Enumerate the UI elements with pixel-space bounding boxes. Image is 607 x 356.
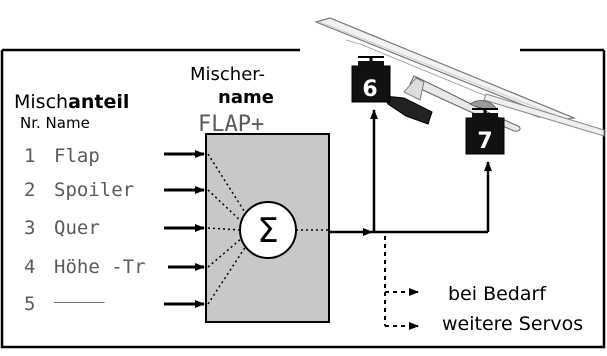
servo-7-label: 7: [477, 129, 492, 154]
input-name-2: Spoiler: [54, 179, 134, 201]
mixer-label-line1: Mischer-: [190, 64, 265, 85]
input-nr-3: 3: [24, 217, 35, 239]
mischanteil-title: Mischanteil: [14, 91, 129, 113]
input-arrows: [164, 154, 204, 304]
input-name-1: Flap: [54, 145, 100, 167]
input-nr-4: 4: [24, 256, 35, 278]
input-nr-2: 2: [24, 179, 35, 201]
sigma-symbol: Σ: [257, 211, 278, 251]
input-nr-1: 1: [24, 145, 35, 167]
extra-outputs-line2: weitere Servos: [442, 313, 583, 335]
extra-output-lines: [385, 236, 418, 326]
input-name-3: Quer: [54, 217, 100, 239]
mixer-label-line2: name: [218, 87, 274, 108]
nr-name-subtitle: Nr. Name: [20, 114, 90, 132]
servo-6-label: 6: [362, 77, 377, 102]
input-name-4: Höhe -Tr: [54, 256, 146, 278]
extra-outputs-line1: bei Bedarf: [448, 283, 547, 305]
input-name-5: ———————: [54, 295, 105, 309]
servo-7-icon: 7: [466, 108, 504, 154]
servo-6-icon: 6: [352, 56, 390, 102]
input-nr-5: 5: [24, 293, 35, 315]
input-list: 1 Flap 2 Spoiler 3 Quer 4 Höhe -Tr 5 ———…: [24, 145, 146, 315]
